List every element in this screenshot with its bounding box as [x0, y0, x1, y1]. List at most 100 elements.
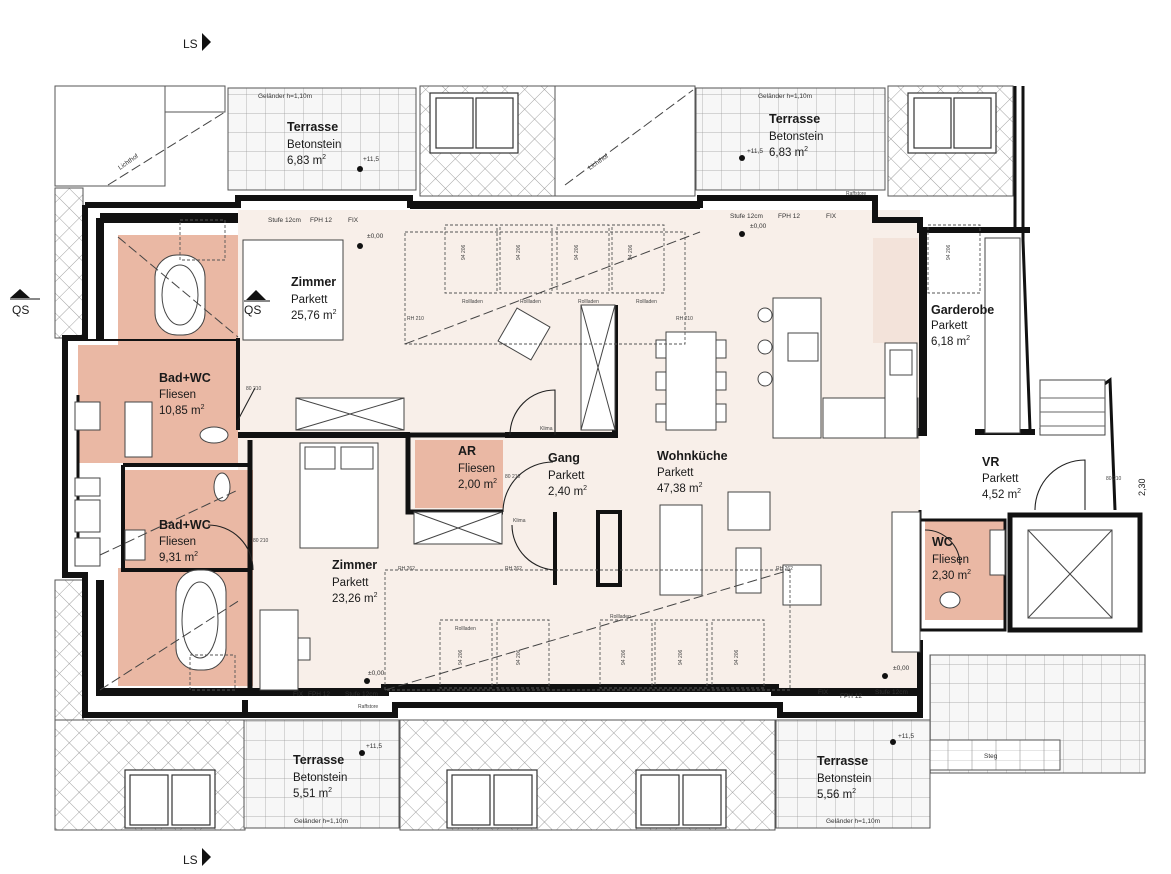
room-gang: Gang Parkett 2,40 m2: [548, 451, 587, 498]
door-dim-3: 80 210: [505, 474, 521, 480]
room-material: Betonstein: [293, 772, 347, 784]
room-name: Terrasse: [817, 754, 868, 768]
room-name: VR: [982, 455, 999, 469]
dash-lines: [99, 231, 791, 691]
stufe-ne: Stufe 12cm: [730, 213, 763, 220]
room-name: Garderobe: [931, 303, 994, 317]
window-dim-3: 94 206: [574, 244, 580, 260]
room-ar: AR Fliesen 2,00 m2: [458, 444, 497, 491]
room-labels: Terrasse Betonstein 6,83 m2 Terrasse Bet…: [159, 112, 1021, 801]
room-name: WC: [932, 535, 953, 549]
room-area: 2,00 m2: [458, 478, 497, 491]
room-wohnkueche: Wohnküche Parkett 47,38 m2: [657, 449, 728, 495]
room-material: Fliesen: [159, 389, 196, 401]
room-area: 6,83 m2: [769, 146, 808, 159]
level-terrace-ne: +11,5: [747, 148, 763, 155]
room-material: Parkett: [291, 294, 328, 306]
room-area: 9,31 m2: [159, 551, 198, 564]
fix-se: FIX: [818, 689, 829, 696]
room-name: Wohnküche: [657, 449, 728, 463]
klima-1: Klima: [513, 518, 526, 524]
door-dim-2: 80 210: [253, 538, 269, 544]
rolladen-4: Rollladen: [636, 299, 657, 305]
room-name: AR: [458, 444, 476, 458]
room-material: Parkett: [548, 470, 585, 482]
level-wohnkueche: ±0,00: [750, 223, 767, 230]
qs-inner-label: QS: [244, 303, 261, 317]
rolladen-1: Rollladen: [462, 299, 483, 305]
room-material: Betonstein: [817, 773, 871, 785]
dim-230: 2,30: [1137, 478, 1147, 496]
gelaender-sw: Geländer h=1,10m: [294, 818, 348, 825]
rh-210-b: RH 210: [676, 316, 693, 322]
level-terrace-se: +11,5: [898, 733, 914, 740]
fix-ne: FIX: [826, 213, 837, 220]
room-name: Zimmer: [291, 275, 336, 289]
room-name: Zimmer: [332, 558, 377, 572]
rh-262-b: RH 262: [505, 566, 522, 572]
room-area: 10,85 m2: [159, 404, 205, 417]
raffstore-ne: Raffstore: [846, 191, 866, 197]
room-name: Terrasse: [769, 112, 820, 126]
room-terrasse-nw: Terrasse Betonstein 6,83 m2: [287, 120, 341, 167]
room-name: Terrasse: [287, 120, 338, 134]
level-terrace-sw: +11,5: [366, 743, 382, 750]
gelaender-se: Geländer h=1,10m: [826, 818, 880, 825]
room-name: Terrasse: [293, 753, 344, 767]
stufe-nw: Stufe 12cm: [268, 217, 301, 224]
stufe-se: Stufe 12cm: [875, 689, 908, 696]
window-dim-1: 94 206: [461, 244, 467, 260]
stufe-sw: Stufe 12cm: [345, 691, 378, 698]
room-area: 4,52 m2: [982, 488, 1021, 501]
room-wc: WC Fliesen 2,30 m2: [932, 535, 971, 582]
fph-nw: FPH 12: [310, 217, 332, 224]
fix-sw: FIX: [293, 691, 304, 698]
room-area: 5,51 m2: [293, 787, 332, 800]
window-dim-4: 94 206: [628, 244, 634, 260]
raffstore-sw: Raffstore: [358, 704, 378, 710]
qs-inner-marker-icon: [246, 290, 266, 300]
window-dim-6: 94 206: [458, 649, 464, 665]
room-area: 47,38 m2: [657, 482, 703, 495]
fix-nw: FIX: [348, 217, 359, 224]
steg-label: Steg: [984, 753, 998, 760]
roof-windows: [124, 92, 997, 829]
rolladen-5: Rollladen: [455, 626, 476, 632]
door-dim-1: 80 210: [246, 386, 262, 392]
qs-left-label: QS: [12, 303, 29, 317]
furniture: [74, 237, 1113, 691]
fph-se: FPH 12: [840, 693, 862, 700]
room-terrasse-ne: Terrasse Betonstein 6,83 m2: [769, 112, 823, 159]
window-dim-7: 94 206: [516, 649, 522, 665]
rolladen-6: Rollladen: [610, 614, 631, 620]
room-material: Betonstein: [287, 139, 341, 151]
room-material: Parkett: [931, 320, 968, 332]
fph-ne: FPH 12: [778, 213, 800, 220]
room-material: Fliesen: [458, 463, 495, 475]
window-dim-5: 94 206: [946, 244, 952, 260]
gelaender-ne: Geländer h=1,10m: [758, 93, 812, 100]
room-area: 5,56 m2: [817, 788, 856, 801]
rh-262-a: RH 262: [398, 566, 415, 572]
room-name: Gang: [548, 451, 580, 465]
rolladen-3: Rollladen: [578, 299, 599, 305]
room-zimmer-1: Zimmer Parkett 25,76 m2: [291, 275, 337, 322]
klima-2: Klima: [540, 426, 553, 432]
ls-top-label: LS: [183, 37, 198, 51]
small-annotations: Geländer h=1,10m Geländer h=1,10m Geländ…: [246, 93, 1147, 825]
room-area: 2,40 m2: [548, 485, 587, 498]
room-material: Fliesen: [159, 536, 196, 548]
door-dim-4: 80 210: [1106, 476, 1122, 482]
ls-top-marker-icon: [202, 33, 211, 51]
room-terrasse-se: Terrasse Betonstein 5,56 m2: [817, 754, 871, 801]
ls-bottom-marker-icon: [202, 848, 211, 866]
room-name: Bad+WC: [159, 518, 211, 532]
rh-210-a: RH 210: [407, 316, 424, 322]
room-garderobe: Garderobe Parkett 6,18 m2: [931, 303, 994, 348]
room-material: Betonstein: [769, 131, 823, 143]
room-terrasse-sw: Terrasse Betonstein 5,51 m2: [293, 753, 347, 800]
room-area: 6,83 m2: [287, 154, 326, 167]
gelaender-nw: Geländer h=1,10m: [258, 93, 312, 100]
fph-sw: FPH 12: [308, 691, 330, 698]
room-material: Parkett: [657, 467, 694, 479]
